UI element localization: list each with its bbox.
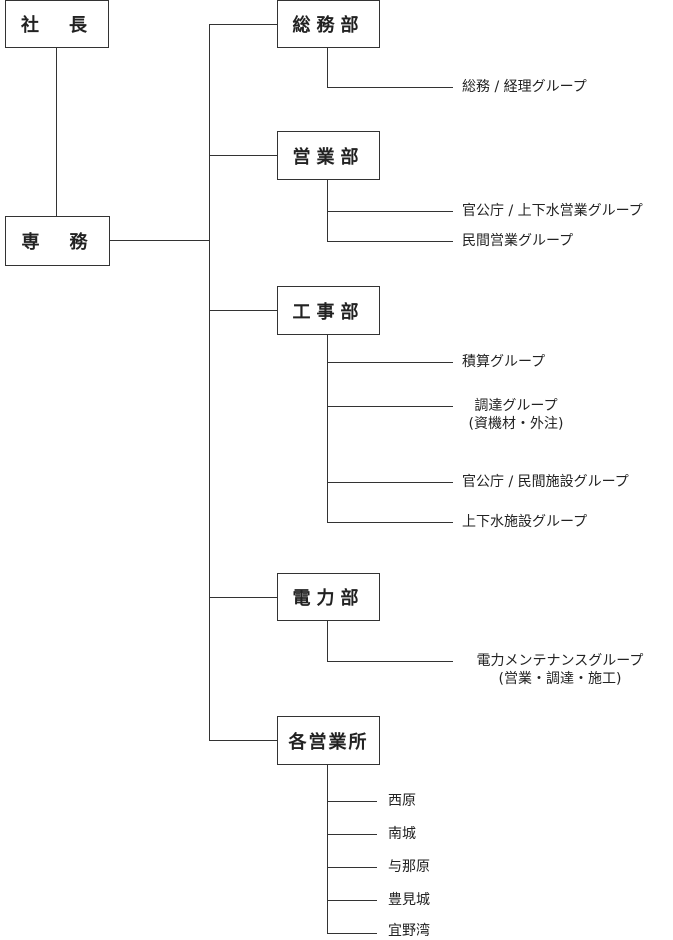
construction-group-label-4: 上下水施設グループ [462, 514, 588, 530]
connector-main-trunk [209, 24, 210, 740]
branch-offices-box: 各営業所 [277, 716, 380, 765]
connector-office-2 [327, 834, 377, 835]
connector-general-affairs-group [327, 87, 453, 88]
office-label-1: 西原 [388, 793, 416, 809]
construction-group-label-2-line1: 調達グループ [474, 398, 558, 414]
construction-group-label-2: 調達グループ (資機材・外注) [456, 397, 576, 433]
sales-group-label-2: 民間営業グループ [462, 233, 574, 249]
connector-office-1 [327, 801, 377, 802]
connector-construction-group-3 [327, 482, 453, 483]
sales-group-label-1: 官公庁 / 上下水営業グループ [462, 203, 643, 219]
connector-branches-down [327, 765, 328, 934]
connector-power-group [327, 661, 453, 662]
connector-office-4 [327, 900, 377, 901]
connector-director-trunk [110, 240, 210, 241]
connector-construction-group-2 [327, 406, 453, 407]
connector-sales-group-1 [327, 211, 453, 212]
connector-sales-down [327, 180, 328, 241]
connector-construction-down [327, 335, 328, 523]
connector-president-director [56, 48, 57, 216]
connector-power-down [327, 621, 328, 662]
construction-dept-box: 工事部 [277, 286, 380, 335]
construction-group-label-3: 官公庁 / 民間施設グループ [462, 474, 629, 490]
office-label-3: 与那原 [388, 859, 430, 875]
power-group-label-line1: 電力メンテナンスグループ [476, 653, 644, 669]
connector-sales-group-2 [327, 241, 453, 242]
construction-group-label-1: 積算グループ [462, 354, 546, 370]
connector-to-branches [209, 740, 277, 741]
president-box: 社 長 [5, 0, 109, 48]
connector-construction-group-4 [327, 522, 453, 523]
connector-office-5 [327, 933, 377, 934]
general-affairs-dept-box: 総務部 [277, 0, 380, 48]
office-label-4: 豊見城 [388, 892, 430, 908]
power-dept-box: 電力部 [277, 573, 380, 621]
sales-dept-box: 営業部 [277, 131, 380, 180]
construction-group-label-2-line2: (資機材・外注) [468, 416, 564, 432]
managing-director-box: 専 務 [5, 216, 110, 266]
general-affairs-group-label: 総務 / 経理グループ [462, 79, 587, 95]
connector-to-power [209, 597, 277, 598]
office-label-2: 南城 [388, 826, 416, 842]
office-label-5: 宜野湾 [388, 923, 430, 939]
connector-office-3 [327, 867, 377, 868]
connector-to-construction [209, 310, 277, 311]
power-group-label: 電力メンテナンスグループ (営業・調達・施工) [462, 652, 658, 688]
connector-to-sales [209, 155, 277, 156]
connector-general-affairs-down [327, 48, 328, 88]
power-group-label-line2: (営業・調達・施工) [498, 671, 622, 687]
connector-construction-group-1 [327, 362, 453, 363]
connector-to-general-affairs [209, 24, 277, 25]
